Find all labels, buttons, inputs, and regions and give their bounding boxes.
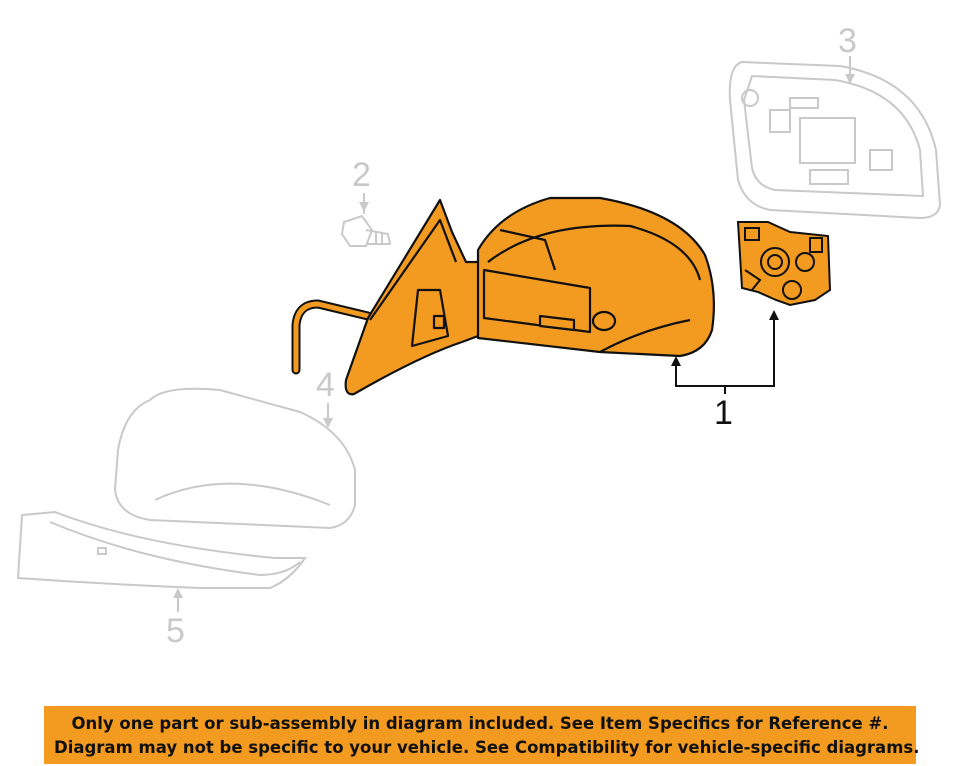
parts-diagram [16,56,942,612]
callout-part-3: 3 [838,22,857,60]
mirror-glass-part [728,60,942,220]
callout-part-5: 5 [166,612,185,650]
mirror-motor-part [736,221,832,307]
disclaimer-banner: Only one part or sub-assembly in diagram… [44,706,920,764]
disclaimer-line-1: Only one part or sub-assembly in diagram… [71,714,889,733]
lower-trim-part [16,510,307,589]
arrow-icon [173,74,855,598]
callout-part-1: 1 [714,394,733,432]
arrow-icon [671,310,779,366]
mirror-cover-part [113,387,356,530]
bolt-part [340,214,392,247]
callout-part-4: 4 [316,366,335,404]
leader-bracket-part1 [675,316,775,394]
callout-part-2: 2 [352,156,371,194]
mirror-assembly-part [291,196,715,396]
disclaimer-line-2: Diagram may not be specific to your vehi… [54,738,920,757]
